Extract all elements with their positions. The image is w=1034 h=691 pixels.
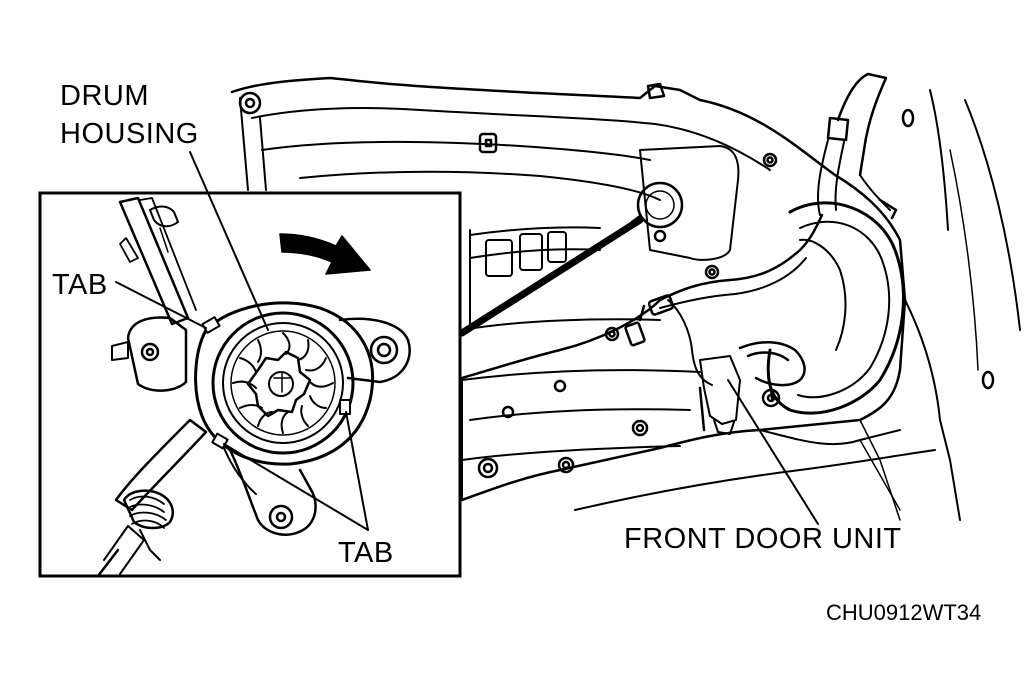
leader-front-door-unit	[727, 379, 819, 525]
label-leaders	[115, 151, 819, 531]
tab-label-bottom: TAB	[338, 537, 394, 569]
leader-tab-bottom-b	[223, 443, 369, 531]
front-door-unit-label: FRONT DOOR UNIT	[624, 523, 902, 555]
tab-label-left: TAB	[52, 269, 108, 301]
leader-tab-left	[115, 281, 207, 329]
leader-drum-housing	[189, 151, 269, 331]
drum-housing-label-line2: HOUSING	[60, 118, 199, 150]
leader-tab-bottom-a	[345, 411, 369, 531]
figure-code: CHU0912WT34	[826, 600, 982, 625]
zoom-leader-line	[458, 216, 644, 337]
curved-arrow-icon	[279, 233, 371, 275]
drum-housing-label-line1: DRUM	[60, 80, 149, 112]
